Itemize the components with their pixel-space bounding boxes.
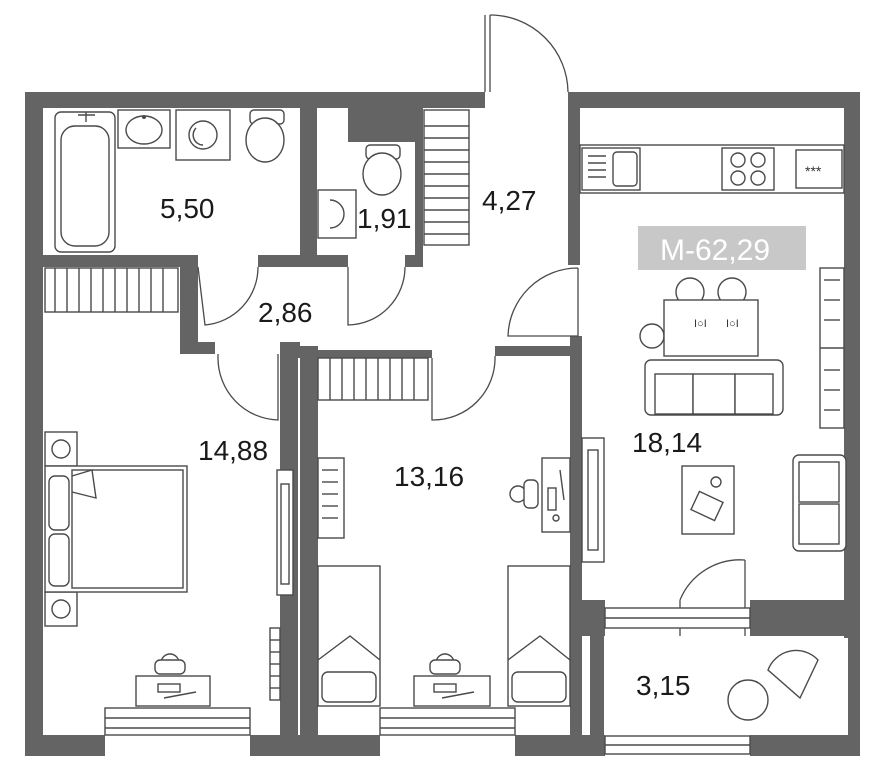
wardrobe-icon [423,109,470,246]
doors [197,14,746,636]
toilet-icon [362,144,402,196]
armchair-icon [792,454,847,552]
room-area-bedroom-middle: 13,16 [394,461,464,492]
room-area-entrance-hall: 4,27 [482,185,537,216]
kitchen-counter: *** [579,144,845,194]
wardrobe-icon [317,357,429,401]
bathroom: 5,50 [54,109,285,253]
desk-icon [135,653,211,707]
window [604,735,751,755]
room-area-bedroom-left: 14,88 [198,435,268,466]
total-area-label: М-62,29 [660,234,770,267]
svg-text:I○I: I○I [694,318,707,330]
dining-table-icon: I○I I○I [639,277,759,357]
wall-shelf [581,437,605,563]
armchair-icon [727,649,819,721]
kitchen-living: *** М-62,29 I○I I○I [579,144,847,563]
bedroom-middle: 13,16 [317,357,571,707]
oven-panel: *** [795,149,843,189]
shelf-icon [819,267,845,429]
bathtub-icon [54,111,116,253]
svg-text:I○I: I○I [726,318,739,330]
sink-icon [117,109,171,149]
desk-icon [509,457,571,533]
bedroom-left: 14,88 [44,267,294,707]
room-area-bathroom: 5,50 [160,193,215,224]
window [379,707,516,736]
sofa-icon [644,359,784,416]
total-area-badge [638,226,806,270]
room-area-corridor: 2,86 [258,297,313,328]
shelf-icon [317,457,345,539]
wardrobe-icon [269,627,281,701]
toilet-room: 1,91 [317,144,412,239]
wardrobe-icon [44,267,179,313]
room-area-balcony: 3,15 [636,670,691,701]
sink-icon [581,147,641,191]
coffee-table-icon [681,465,735,535]
room-area-toilet: 1,91 [357,203,412,234]
sink-icon [317,189,357,239]
bed-icon [44,431,188,627]
washing-machine-icon [175,109,231,161]
toilet-icon [245,109,285,163]
window [604,607,751,629]
stove-icon [721,147,775,191]
balcony: 3,15 [636,649,819,721]
bed-icon [317,565,571,707]
window [104,707,251,736]
outer-walls [25,92,860,756]
desk-icon [413,653,491,707]
stove-panel-text: *** [805,163,822,179]
room-area-kitchen-living: 18,14 [632,427,702,458]
wall-shelf [276,469,294,596]
